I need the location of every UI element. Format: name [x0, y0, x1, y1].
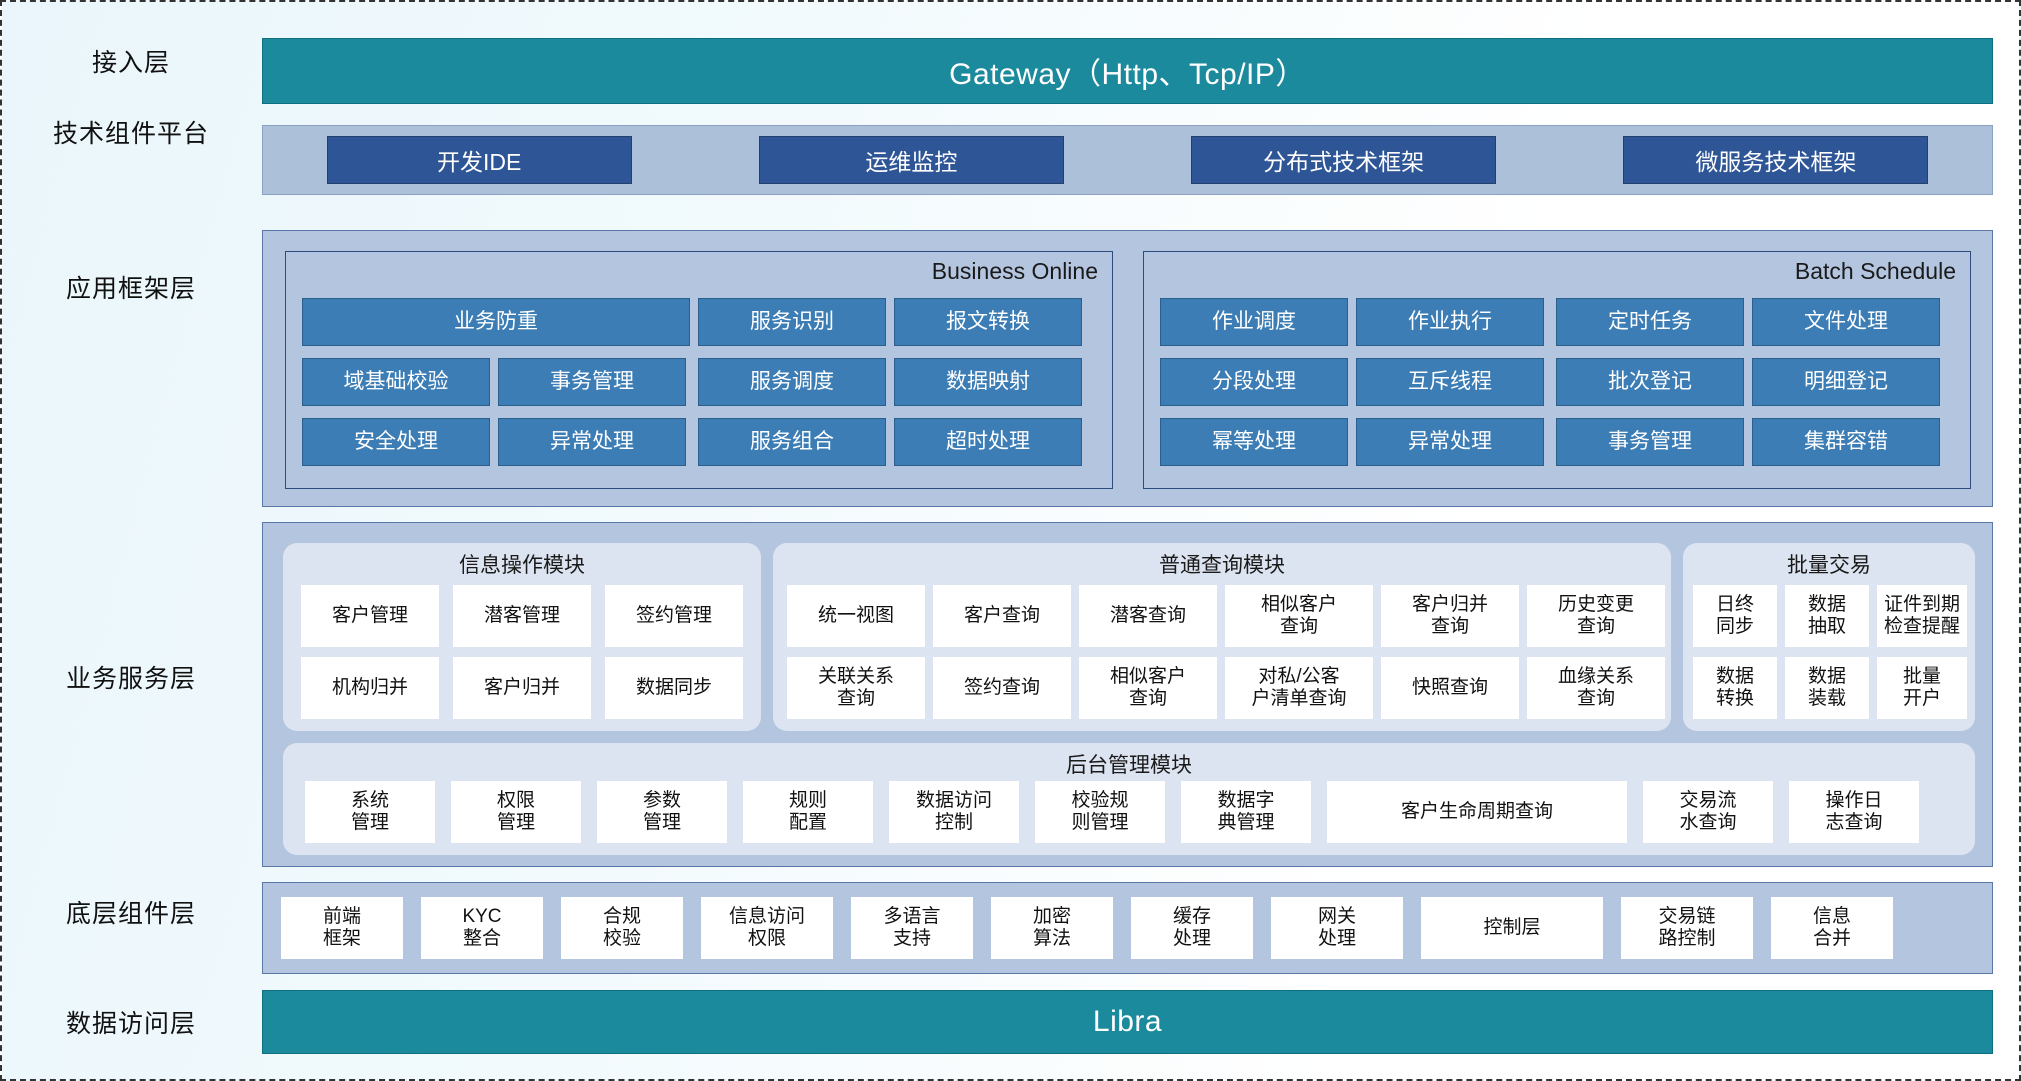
svc-cell-customer-mgmt[interactable]: 客户管理	[301, 585, 439, 647]
svc-cell-merge-query[interactable]: 客户归并查询	[1381, 585, 1519, 647]
fw-cell-file-process[interactable]: 文件处理	[1752, 298, 1940, 346]
comp-cell-encryption[interactable]: 加密算法	[991, 897, 1113, 959]
fw-cell-exception[interactable]: 异常处理	[498, 418, 686, 466]
svc-cell-private-public-list[interactable]: 对私/公客户清单查询	[1225, 657, 1373, 719]
fw-cell-exception-batch[interactable]: 异常处理	[1356, 418, 1544, 466]
framework-group-title: Business Online	[931, 258, 1098, 284]
app-framework-band: Business Online 业务防重 服务识别 报文转换 域基础校验 事务管…	[262, 230, 1993, 507]
libra-bar[interactable]: Libra	[262, 990, 1993, 1054]
svc-cell-snapshot-query[interactable]: 快照查询	[1381, 657, 1519, 719]
fw-cell-data-mapping[interactable]: 数据映射	[894, 358, 1082, 406]
service-group-info-operation: 信息操作模块 客户管理 潜客管理 签约管理 机构归并 客户归并 数据同步	[283, 543, 761, 731]
admin-cell-data-access[interactable]: 数据访问控制	[889, 781, 1019, 843]
gateway-bar[interactable]: Gateway（Http、Tcp/IP）	[262, 38, 1993, 104]
comp-cell-info-merge[interactable]: 信息合并	[1771, 897, 1893, 959]
svc-cell-customer-merge[interactable]: 客户归并	[453, 657, 591, 719]
comp-cell-control-layer[interactable]: 控制层	[1421, 897, 1603, 959]
admin-cell-oplog-query[interactable]: 操作日志查询	[1789, 781, 1919, 843]
fw-cell-tx-manage[interactable]: 事务管理	[498, 358, 686, 406]
fw-cell-segment[interactable]: 分段处理	[1160, 358, 1348, 406]
service-group-title: 批量交易	[1787, 554, 1871, 577]
layer-label-access: 接入层	[91, 49, 170, 77]
svc-cell-lineage-query[interactable]: 血缘关系查询	[1527, 657, 1665, 719]
tech-chip-distributed[interactable]: 分布式技术框架	[1191, 136, 1497, 184]
layer-label-tech: 技术组件平台	[52, 120, 209, 148]
admin-cell-system-mgmt[interactable]: 系统管理	[305, 781, 435, 843]
comp-cell-cache[interactable]: 缓存处理	[1131, 897, 1253, 959]
tech-chip-microsvc[interactable]: 微服务技术框架	[1623, 136, 1929, 184]
service-group-batch-trade: 批量交易 日终同步 数据抽取 证件到期检查提醒 数据转换 数据装载 批量开户	[1683, 543, 1975, 731]
service-group-admin: 后台管理模块 系统管理 权限管理 参数管理 规则配置 数据访问控制 校验规则管理…	[283, 743, 1975, 855]
admin-cell-param-mgmt[interactable]: 参数管理	[597, 781, 727, 843]
framework-group-business-online: Business Online 业务防重 服务识别 报文转换 域基础校验 事务管…	[285, 251, 1113, 489]
fw-cell-service-sched[interactable]: 服务调度	[698, 358, 886, 406]
svc-cell-customer-query[interactable]: 客户查询	[933, 585, 1071, 647]
comp-cell-gateway-proc[interactable]: 网关处理	[1271, 897, 1403, 959]
fw-cell-tx-manage-batch[interactable]: 事务管理	[1556, 418, 1744, 466]
fw-cell-security[interactable]: 安全处理	[302, 418, 490, 466]
svc-cell-contract-query[interactable]: 签约查询	[933, 657, 1071, 719]
svc-cell-data-extract[interactable]: 数据抽取	[1785, 585, 1869, 647]
fw-cell-msg-convert[interactable]: 报文转换	[894, 298, 1082, 346]
fw-cell-service-ident[interactable]: 服务识别	[698, 298, 886, 346]
comp-cell-multilang[interactable]: 多语言支持	[851, 897, 973, 959]
comp-cell-info-access[interactable]: 信息访问权限	[701, 897, 833, 959]
service-group-title: 信息操作模块	[459, 554, 585, 577]
framework-group-title: Batch Schedule	[1794, 258, 1956, 284]
tech-chip-ide[interactable]: 开发IDE	[326, 136, 632, 184]
layer-label-appfw: 应用框架层	[65, 275, 196, 303]
fw-cell-batch-register[interactable]: 批次登记	[1556, 358, 1744, 406]
svc-cell-prospect-query[interactable]: 潜客查询	[1079, 585, 1217, 647]
svc-cell-history-query[interactable]: 历史变更查询	[1527, 585, 1665, 647]
tech-platform-band: 开发IDE 运维监控 分布式技术框架 微服务技术框架	[262, 125, 1993, 195]
admin-cell-dictionary[interactable]: 数据字典管理	[1181, 781, 1311, 843]
service-group-common-query: 普通查询模块 统一视图 客户查询 潜客查询 相似客户查询 客户归并查询 历史变更…	[773, 543, 1671, 731]
svc-cell-cert-expiry[interactable]: 证件到期检查提醒	[1877, 585, 1967, 647]
svc-cell-data-transform[interactable]: 数据转换	[1693, 657, 1777, 719]
svc-cell-batch-open-acct[interactable]: 批量开户	[1877, 657, 1967, 719]
svc-cell-data-sync[interactable]: 数据同步	[605, 657, 743, 719]
layer-label-bizsvc: 业务服务层	[65, 665, 196, 693]
comp-cell-tx-chain[interactable]: 交易链路控制	[1621, 897, 1753, 959]
svc-cell-data-load[interactable]: 数据装载	[1785, 657, 1869, 719]
admin-cell-rule-config[interactable]: 规则配置	[743, 781, 873, 843]
svc-cell-similar-customer[interactable]: 相似客户查询	[1225, 585, 1373, 647]
svc-cell-eod-sync[interactable]: 日终同步	[1693, 585, 1777, 647]
comp-cell-compliance[interactable]: 合规校验	[561, 897, 683, 959]
fw-cell-idempotent[interactable]: 幂等处理	[1160, 418, 1348, 466]
admin-cell-lifecycle[interactable]: 客户生命周期查询	[1327, 781, 1627, 843]
svc-cell-unified-view[interactable]: 统一视图	[787, 585, 925, 647]
fw-cell-mutex-thread[interactable]: 互斥线程	[1356, 358, 1544, 406]
gateway-title: Gateway（Http、Tcp/IP）	[949, 58, 1306, 91]
fw-cell-job-schedule[interactable]: 作业调度	[1160, 298, 1348, 346]
fw-cell-detail-register[interactable]: 明细登记	[1752, 358, 1940, 406]
comp-cell-frontend-fw[interactable]: 前端框架	[281, 897, 403, 959]
admin-cell-tx-flow-query[interactable]: 交易流水查询	[1643, 781, 1773, 843]
admin-cell-auth-mgmt[interactable]: 权限管理	[451, 781, 581, 843]
service-group-title: 后台管理模块	[1066, 754, 1192, 777]
framework-group-batch-schedule: Batch Schedule 作业调度 作业执行 定时任务 文件处理 分段处理 …	[1143, 251, 1971, 489]
business-service-band: 信息操作模块 客户管理 潜客管理 签约管理 机构归并 客户归并 数据同步 普通查…	[262, 522, 1993, 867]
layer-label-dataacc: 数据访问层	[65, 1010, 196, 1038]
svc-cell-similar-cust-query[interactable]: 相似客户查询	[1079, 657, 1217, 719]
svc-cell-org-merge[interactable]: 机构归并	[301, 657, 439, 719]
tech-chip-ops[interactable]: 运维监控	[758, 136, 1064, 184]
fw-cell-domain-validate[interactable]: 域基础校验	[302, 358, 490, 406]
fw-cell-business-dedup[interactable]: 业务防重	[302, 298, 690, 346]
svc-cell-relation-query[interactable]: 关联关系查询	[787, 657, 925, 719]
fw-cell-timeout[interactable]: 超时处理	[894, 418, 1082, 466]
admin-cell-validate-rule[interactable]: 校验规则管理	[1035, 781, 1165, 843]
svc-cell-contract-mgmt[interactable]: 签约管理	[605, 585, 743, 647]
fw-cell-timed-task[interactable]: 定时任务	[1556, 298, 1744, 346]
svc-cell-prospect-mgmt[interactable]: 潜客管理	[453, 585, 591, 647]
fw-cell-cluster-ft[interactable]: 集群容错	[1752, 418, 1940, 466]
fw-cell-service-compose[interactable]: 服务组合	[698, 418, 886, 466]
service-group-title: 普通查询模块	[1159, 554, 1285, 577]
layer-label-component: 底层组件层	[65, 900, 196, 928]
libra-title: Libra	[1092, 1005, 1163, 1038]
fw-cell-job-execute[interactable]: 作业执行	[1356, 298, 1544, 346]
